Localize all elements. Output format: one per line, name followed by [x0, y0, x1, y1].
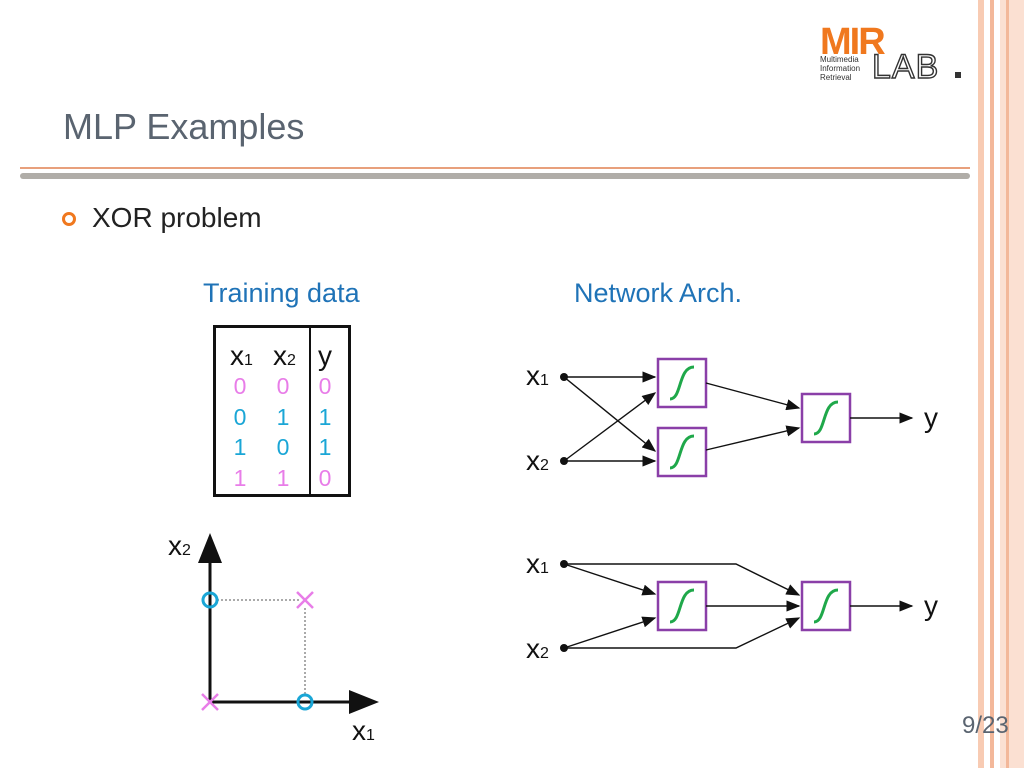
- logo-line-3: Retrieval: [820, 73, 852, 82]
- table-cell: 1: [318, 404, 332, 430]
- point-1-1: [296, 591, 314, 609]
- bullet-text: XOR problem: [92, 202, 262, 233]
- table-column-divider: [309, 328, 311, 494]
- network-top: [560, 357, 914, 478]
- table-cell: 0: [233, 404, 247, 430]
- table-cell: 0: [276, 373, 290, 399]
- table-cell: 0: [318, 373, 332, 399]
- table-header-x1: x1: [230, 340, 253, 371]
- logo-mark: MIR: [820, 21, 885, 63]
- network-bottom: [560, 560, 914, 652]
- net-bottom-input-x2: x2: [526, 633, 549, 664]
- table-cell: 1: [233, 434, 247, 460]
- logo-lab: LAB: [872, 48, 939, 84]
- side-stripe: [1006, 0, 1009, 768]
- hidden-neuron: [656, 580, 708, 632]
- net-top-input-x1: x1: [526, 360, 549, 391]
- table-header-y: y: [318, 340, 332, 371]
- title-divider-shadow: [20, 173, 970, 179]
- logo-line-1: Multimedia: [820, 55, 859, 64]
- table-cell: 0: [276, 434, 290, 460]
- point-0-0: [201, 693, 219, 711]
- bullet-icon: [62, 212, 76, 226]
- hidden-neuron: [656, 426, 708, 478]
- training-data-heading: Training data: [203, 278, 360, 308]
- point-0-1: [201, 591, 219, 609]
- mirlab-logo: MIR Multimedia Information Retrieval LAB: [820, 21, 961, 84]
- table-cell: 1: [276, 465, 290, 491]
- output-neuron: [800, 580, 852, 632]
- truth-table: x1 x2 y 0 0 0 0 1 1 1 0 1 1 1 0: [213, 325, 351, 497]
- net-bottom-input-x1: x1: [526, 548, 549, 579]
- slide-title: MLP Examples: [63, 106, 305, 147]
- table-header-x2: x2: [273, 340, 296, 371]
- point-1-0: [296, 693, 314, 711]
- hidden-neuron: [656, 357, 708, 409]
- table-cell: 0: [233, 373, 247, 399]
- net-top-output-y: y: [924, 402, 938, 433]
- plot-y-label: x2: [168, 530, 191, 561]
- xor-plot: [198, 533, 379, 714]
- side-stripe: [990, 0, 994, 768]
- network-diagrams: [560, 357, 914, 652]
- page-number: 9/23: [962, 712, 1009, 739]
- plot-x-label: x1: [352, 715, 375, 746]
- table-cell: 1: [233, 465, 247, 491]
- net-bottom-output-y: y: [924, 590, 938, 621]
- table-cell: 0: [318, 465, 332, 491]
- table-cell: 1: [318, 434, 332, 460]
- network-arch-heading: Network Arch.: [574, 278, 743, 308]
- net-top-input-x2: x2: [526, 445, 549, 476]
- table-cell: 1: [276, 404, 290, 430]
- title-divider: [20, 167, 970, 169]
- side-stripe: [1000, 0, 1024, 768]
- side-stripe: [978, 0, 984, 768]
- logo-line-2: Information: [820, 64, 860, 73]
- output-neuron: [800, 392, 852, 444]
